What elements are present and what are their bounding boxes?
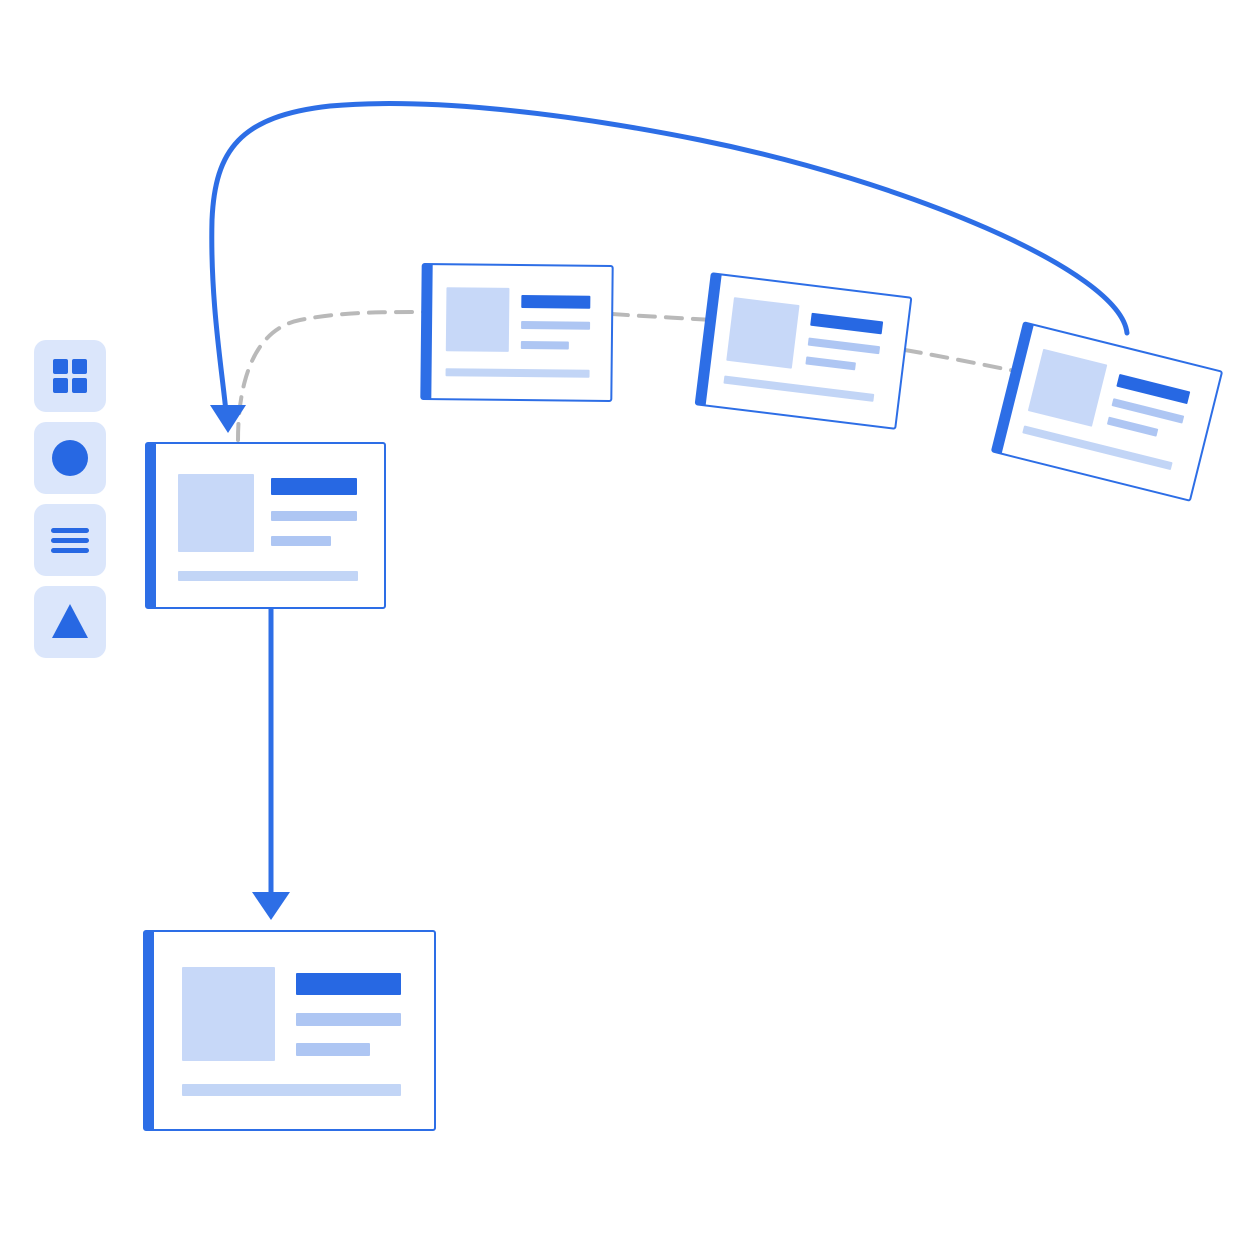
card-footer-placeholder (445, 368, 590, 378)
card-text-placeholder (271, 536, 331, 546)
circle-icon (52, 440, 88, 476)
card-text-placeholder (296, 1013, 401, 1026)
curved-arrow-connector (209, 101, 1130, 415)
card-footer-placeholder (182, 1084, 401, 1096)
card-top-1[interactable] (420, 262, 614, 403)
card-title-placeholder (521, 295, 591, 309)
card-text-placeholder (805, 356, 856, 371)
grid-icon (53, 359, 87, 393)
card-top-2[interactable] (694, 272, 913, 430)
card-title-placeholder (810, 312, 884, 335)
vertical-arrow-head (252, 892, 290, 920)
curved-arrow-head (210, 405, 246, 433)
dashed-connector (236, 310, 1022, 442)
triangle-tool-button[interactable] (34, 586, 106, 658)
card-thumbnail (1027, 348, 1108, 427)
grid-tool-button[interactable] (34, 340, 106, 412)
card-title-placeholder (1116, 373, 1191, 405)
triangle-icon (52, 604, 88, 638)
list-tool-button[interactable] (34, 504, 106, 576)
card-thumbnail (726, 297, 800, 369)
card-text-placeholder (520, 341, 569, 350)
card-text-placeholder (521, 321, 591, 330)
card-text-placeholder (296, 1043, 370, 1056)
card-thumbnail (445, 287, 510, 352)
card-title-placeholder (296, 973, 401, 995)
card-footer-placeholder (723, 375, 875, 402)
card-main[interactable] (145, 442, 386, 609)
card-thumbnail (182, 967, 275, 1061)
tool-palette (34, 340, 106, 668)
card-title-placeholder (271, 478, 357, 495)
circle-tool-button[interactable] (34, 422, 106, 494)
card-text-placeholder (271, 511, 357, 521)
card-thumbnail (178, 474, 254, 552)
list-icon (51, 528, 89, 553)
card-text-placeholder (1106, 416, 1159, 437)
card-footer-placeholder (178, 571, 358, 581)
card-bottom[interactable] (143, 930, 436, 1131)
card-text-placeholder (807, 337, 881, 355)
